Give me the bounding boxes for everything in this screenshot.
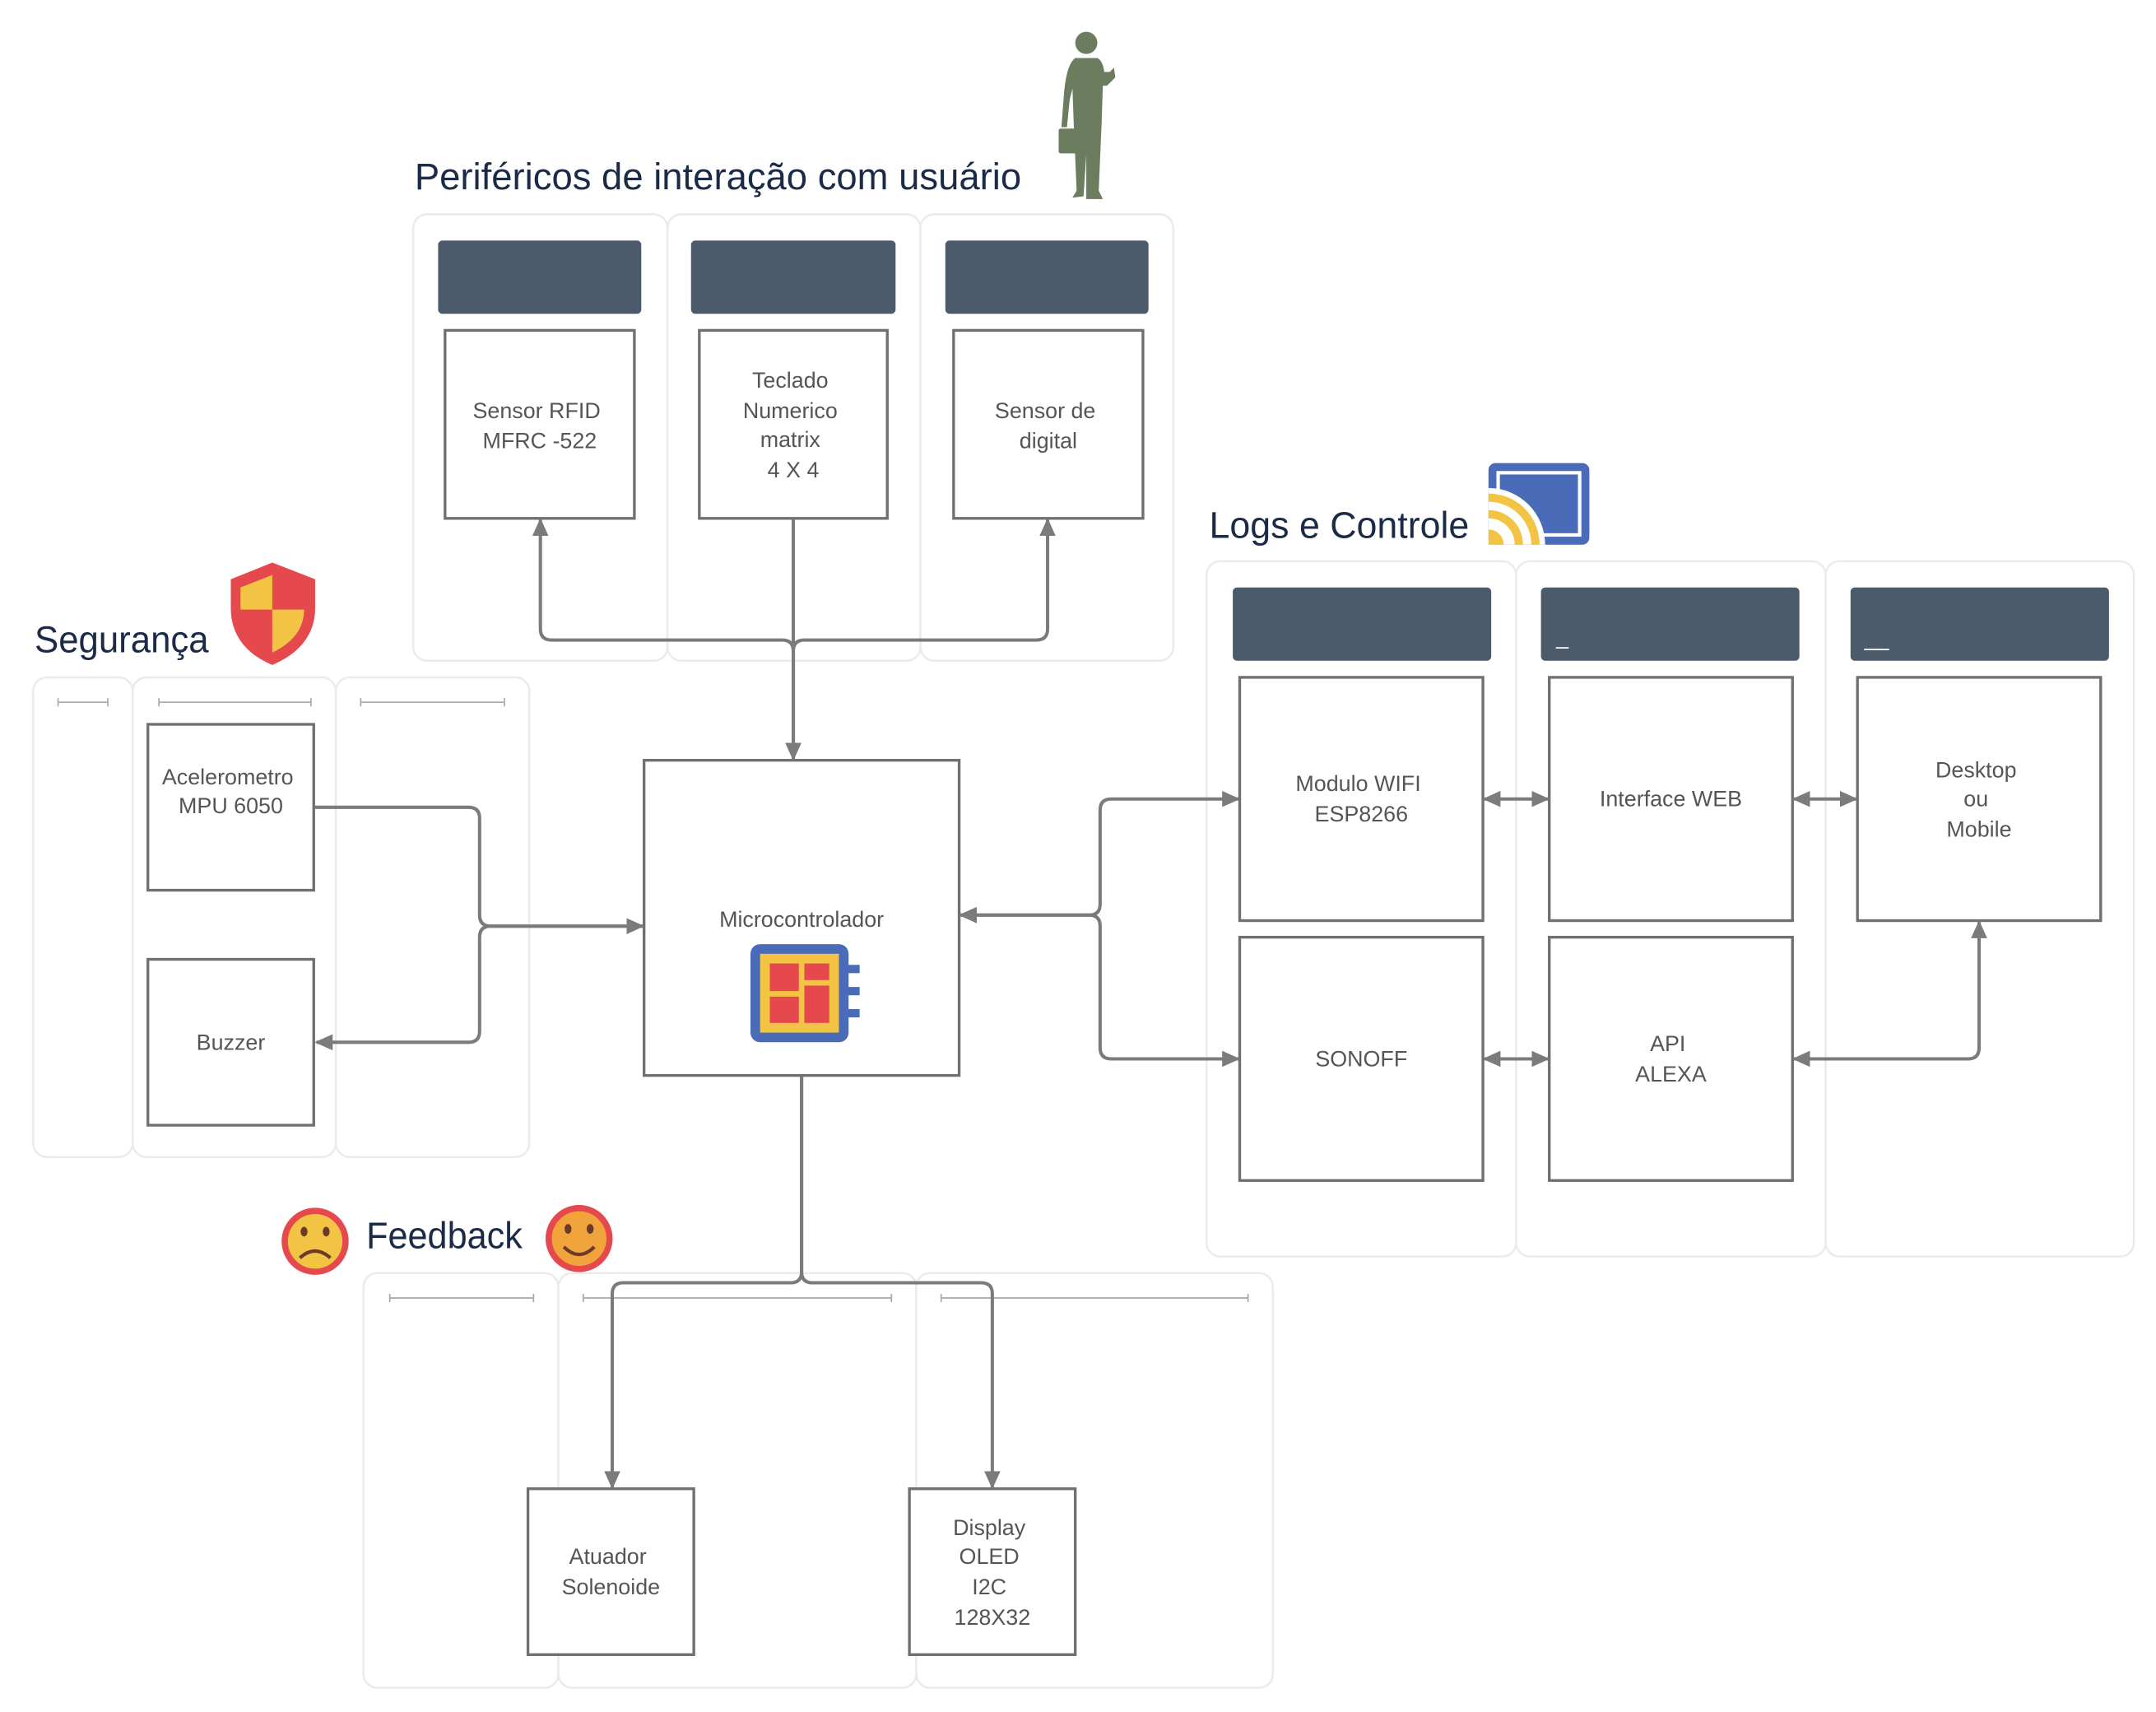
- lane-header-line: [582, 1293, 893, 1303]
- box-desktop-mobile: Desktop ou Mobile: [1856, 676, 2103, 923]
- microcontrolador-label: Microcontrolador: [719, 907, 884, 932]
- label-line: Sensor de: [995, 398, 1095, 423]
- label-line: API: [1650, 1031, 1685, 1056]
- label-line: ESP8266: [1315, 802, 1409, 826]
- box-sensor-digital: Sensor de digital: [952, 328, 1145, 520]
- box-atuador: Atuador Solenoide: [526, 1487, 695, 1656]
- lane-header-1: [438, 240, 642, 314]
- label-line: OLED: [960, 1544, 1020, 1569]
- lane-header-3-label: __: [1864, 626, 1890, 650]
- happy-face-icon: [545, 1205, 613, 1272]
- box-label: Interface WEB: [1600, 787, 1742, 812]
- lane-header-line: [388, 1293, 535, 1303]
- label-line: Atuador: [569, 1544, 647, 1569]
- label-line: Buzzer: [197, 1030, 266, 1054]
- label-line: ALEXA: [1635, 1062, 1707, 1086]
- label-line: 4 X 4: [768, 458, 820, 482]
- lane-header-1: [1233, 587, 1492, 661]
- box-teclado: Teclado Numerico matrix 4 X 4: [698, 328, 889, 520]
- box-label: Teclado Numerico matrix 4 X 4: [743, 368, 843, 482]
- label-line: Solenoide: [562, 1575, 660, 1599]
- label-line: I2C: [972, 1575, 1006, 1599]
- box-buzzer: Buzzer: [146, 957, 315, 1127]
- label-line: MPU 6050: [179, 793, 283, 818]
- connector-micro-buzzer: [314, 924, 643, 1051]
- box-label: Acelerometro MPU 6050: [162, 765, 300, 818]
- group-logs-controle: Logs e Controle _ __ Modulo WIFI ESP8266: [1205, 463, 2135, 1258]
- label-line: Mobile: [1946, 817, 2011, 842]
- label-line: Numerico: [743, 398, 838, 423]
- label-line: SONOFF: [1315, 1046, 1407, 1071]
- group-seguranca: Segurança Acelerometro MPU 6050 Buzzer: [32, 562, 531, 1158]
- lane-header-2: [1540, 587, 1800, 661]
- seguranca-title: Segurança: [35, 619, 209, 661]
- box-interface-web: Interface WEB: [1548, 676, 1794, 923]
- box-label: Display OLED I2C 128X32: [953, 1515, 1032, 1630]
- box-label: Sensor RFID MFRC -522: [473, 398, 607, 454]
- connector-alexa-desktop: [1791, 920, 1987, 1068]
- label-line: Interface WEB: [1600, 787, 1742, 812]
- box-display: Display OLED I2C 128X32: [908, 1487, 1077, 1656]
- perifericos-title: Periféricos de interação com usuário: [415, 156, 1021, 198]
- box-label: Desktop ou Mobile: [1935, 757, 2023, 841]
- label-line: digital: [1020, 429, 1077, 454]
- box-label: Modulo WIFI ESP8266: [1295, 771, 1427, 826]
- lane-header-line: [57, 698, 109, 707]
- label-line: ou: [1963, 787, 1988, 812]
- shield-icon: [230, 562, 315, 665]
- lane-header-line: [360, 698, 505, 707]
- label-line: Acelerometro: [162, 765, 294, 789]
- box-label: SONOFF: [1315, 1046, 1407, 1071]
- box-microcontrolador: Microcontrolador: [642, 759, 961, 1077]
- label-line: 128X32: [955, 1605, 1031, 1630]
- lane-header-3: [1850, 587, 2109, 661]
- label-line: MFRC -522: [482, 429, 597, 454]
- person-silhouette-icon: [1058, 31, 1116, 199]
- lane-header-2: [690, 240, 896, 314]
- box-api-alexa: API ALEXA: [1548, 935, 1794, 1182]
- box-modulo-wifi: Modulo WIFI ESP8266: [1238, 676, 1485, 923]
- connector-micro-wifi: [959, 790, 1240, 923]
- cast-icon: [1488, 463, 1590, 545]
- box-sensor-rfid: Sensor RFID MFRC -522: [444, 328, 636, 520]
- lane-header-2-label: _: [1555, 625, 1569, 649]
- label-line: Teclado: [752, 368, 829, 393]
- group-feedback: Feedback Atuador Solenoide Display OLED: [281, 1205, 1275, 1689]
- box-label: Atuador Solenoide: [562, 1544, 660, 1599]
- label-line: matrix: [760, 427, 821, 452]
- box-label: Sensor de digital: [995, 398, 1102, 454]
- lane-panel-1: [32, 676, 134, 1158]
- connector-micro-display: [800, 1077, 1001, 1490]
- lane-panel-3: [334, 676, 531, 1158]
- connector-micro-sonoff: [959, 906, 1240, 1068]
- sad-face-icon: [281, 1207, 349, 1275]
- box-sonoff: SONOFF: [1238, 935, 1485, 1182]
- label-line: Display: [953, 1515, 1026, 1540]
- chip-icon: [750, 944, 860, 1043]
- lane-header-line: [158, 698, 312, 707]
- lane-header-3: [945, 240, 1149, 314]
- label-line: Sensor RFID: [473, 398, 601, 423]
- connector-digital-micro: [792, 518, 1056, 760]
- label-line: Modulo WIFI: [1295, 771, 1420, 796]
- box-acelerometro: Acelerometro MPU 6050: [146, 723, 315, 892]
- box-label: Buzzer: [197, 1030, 266, 1054]
- label-line: Desktop: [1935, 757, 2017, 782]
- box-label: API ALEXA: [1635, 1031, 1707, 1086]
- logs-controle-title: Logs e Controle: [1210, 504, 1470, 546]
- feedback-title: Feedback: [366, 1215, 523, 1257]
- connectors: [314, 518, 1987, 1490]
